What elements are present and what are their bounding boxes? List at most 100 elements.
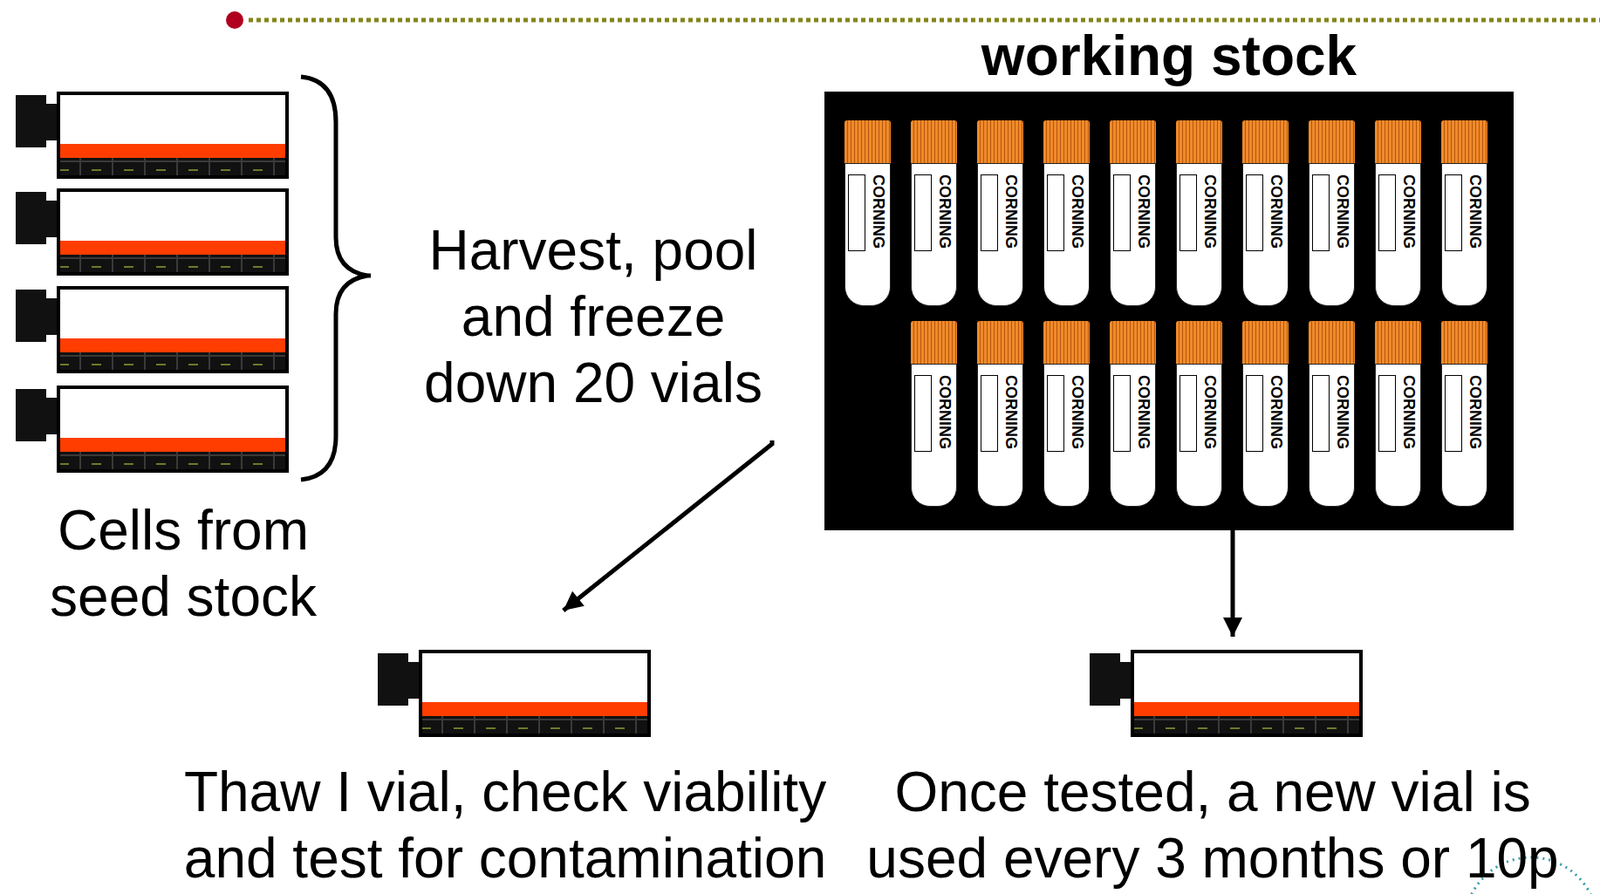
vial-label-panel: [1444, 174, 1463, 252]
vial-body: CORNING: [1242, 363, 1289, 507]
vial-label-panel: [914, 174, 932, 252]
vial-cap: [1374, 321, 1422, 364]
vial-label-panel: [1378, 375, 1396, 452]
vial-label-panel: [980, 375, 999, 452]
flask-step: Thaw I vial, check viability and test fo…: [160, 610, 850, 892]
vial-body: CORNING: [1441, 163, 1488, 307]
vial-label-panel: [1245, 174, 1264, 252]
vial-cap: [1176, 120, 1223, 164]
culture-flask: [377, 651, 650, 736]
cryo-vial: CORNING: [1441, 120, 1488, 307]
vial-brand: CORNING: [1266, 174, 1286, 262]
vial-body: CORNING: [844, 163, 891, 307]
vial-cap: [1109, 120, 1156, 164]
cryo-vial: CORNING: [910, 321, 958, 507]
vial-label-panel: [1444, 375, 1463, 452]
vial-rack: working stockCORNINGCORNINGCORNINGCORNIN…: [824, 91, 1514, 531]
vial-cap: [1441, 321, 1488, 364]
vial-label-panel: [1179, 375, 1197, 452]
culture-flask: [15, 190, 288, 274]
vial-cap: [1043, 120, 1090, 164]
vial-cap: [1441, 120, 1488, 164]
vial-brand: CORNING: [1266, 375, 1286, 463]
edge-label-patch: Harvest, pool and freeze down 20 vials: [370, 217, 816, 441]
vial-body: CORNING: [1242, 163, 1289, 307]
vial-body: CORNING: [1176, 163, 1223, 307]
vial-body: CORNING: [1176, 363, 1223, 507]
vial-brand: CORNING: [868, 174, 889, 262]
vial-label-panel: [1312, 174, 1330, 252]
step-caption: Once tested, a new vial is used every 3 …: [854, 758, 1571, 892]
flask-step: Once tested, a new vial is used every 3 …: [854, 636, 1571, 892]
edge-label: Harvest, pool and freeze down 20 vials: [405, 217, 781, 417]
vial-brand: CORNING: [1200, 174, 1220, 262]
vial-cap: [910, 321, 958, 364]
cryo-vial: CORNING: [1176, 120, 1223, 307]
vial-brand: CORNING: [935, 375, 955, 463]
cryo-vial: CORNING: [1374, 321, 1422, 507]
vial-brand: CORNING: [935, 174, 955, 262]
step-caption: Thaw I vial, check viability and test fo…: [160, 758, 850, 892]
vial-brand: CORNING: [1001, 174, 1021, 262]
flow-arrow: [1230, 530, 1236, 637]
cryo-vial: CORNING: [1374, 120, 1422, 307]
vial-label-panel: [1245, 375, 1264, 452]
cryo-vial: CORNING: [910, 120, 958, 307]
vial-body: CORNING: [977, 163, 1024, 307]
vial-cap: [977, 321, 1024, 364]
vial-body: CORNING: [910, 363, 958, 507]
vial-body: CORNING: [1374, 363, 1422, 507]
vial-brand: CORNING: [1134, 375, 1154, 463]
vial-body: CORNING: [1308, 163, 1355, 307]
vial-label-panel: [1179, 174, 1197, 252]
cryo-vial: CORNING: [844, 120, 891, 307]
vial-cap: [844, 120, 891, 164]
rule-dot: [225, 11, 244, 29]
vial-body: CORNING: [1043, 163, 1090, 307]
vial-label-panel: [1046, 174, 1065, 252]
vial-body: CORNING: [1109, 363, 1156, 507]
vial-brand: CORNING: [1333, 375, 1353, 463]
cryo-vial: CORNING: [1176, 321, 1223, 507]
cryo-vial: CORNING: [1109, 120, 1156, 307]
vial-brand: CORNING: [1067, 174, 1088, 262]
cryo-vial: CORNING: [1308, 120, 1355, 307]
dotted-rule: [248, 18, 1600, 23]
vial-brand: CORNING: [1200, 375, 1220, 463]
vial-cap: [1043, 321, 1090, 364]
vial-brand: CORNING: [1333, 174, 1353, 262]
culture-flask: [15, 387, 288, 472]
vial-body: CORNING: [1109, 163, 1156, 307]
vial-body: CORNING: [910, 163, 958, 307]
vial-cap: [1109, 321, 1156, 364]
vial-label-panel: [1378, 174, 1396, 252]
curly-brace: [300, 76, 368, 480]
vial-cap: [1308, 120, 1355, 164]
vial-label-panel: [1046, 375, 1065, 452]
vial-cap: [1242, 120, 1289, 164]
vial-body: CORNING: [1308, 363, 1355, 507]
cryo-vial: CORNING: [1441, 321, 1488, 507]
vial-cap: [1242, 321, 1289, 364]
vial-brand: CORNING: [1399, 174, 1419, 262]
cryo-vial: CORNING: [977, 321, 1024, 507]
vial-cap: [910, 120, 958, 164]
cryo-vial: CORNING: [1109, 321, 1156, 507]
cryo-vial: CORNING: [1043, 120, 1090, 307]
cryo-vial: CORNING: [1043, 321, 1090, 507]
vial-body: CORNING: [1441, 363, 1488, 507]
vial-label-panel: [1113, 375, 1131, 452]
vial-brand: CORNING: [1465, 375, 1485, 463]
vial-label-panel: [980, 174, 999, 252]
vial-cap: [977, 120, 1024, 164]
vial-brand: CORNING: [1067, 375, 1088, 463]
cryo-vial: CORNING: [977, 120, 1024, 307]
rack-heading: working stock: [824, 22, 1514, 89]
vial-label-panel: [1312, 375, 1330, 452]
culture-flask: [15, 93, 288, 178]
vial-cap: [1308, 321, 1355, 364]
flask-group: Cells from seed stock: [13, 76, 368, 630]
vial-body: CORNING: [1043, 363, 1090, 507]
vial-body: CORNING: [977, 363, 1024, 507]
vial-body: CORNING: [1374, 163, 1422, 307]
